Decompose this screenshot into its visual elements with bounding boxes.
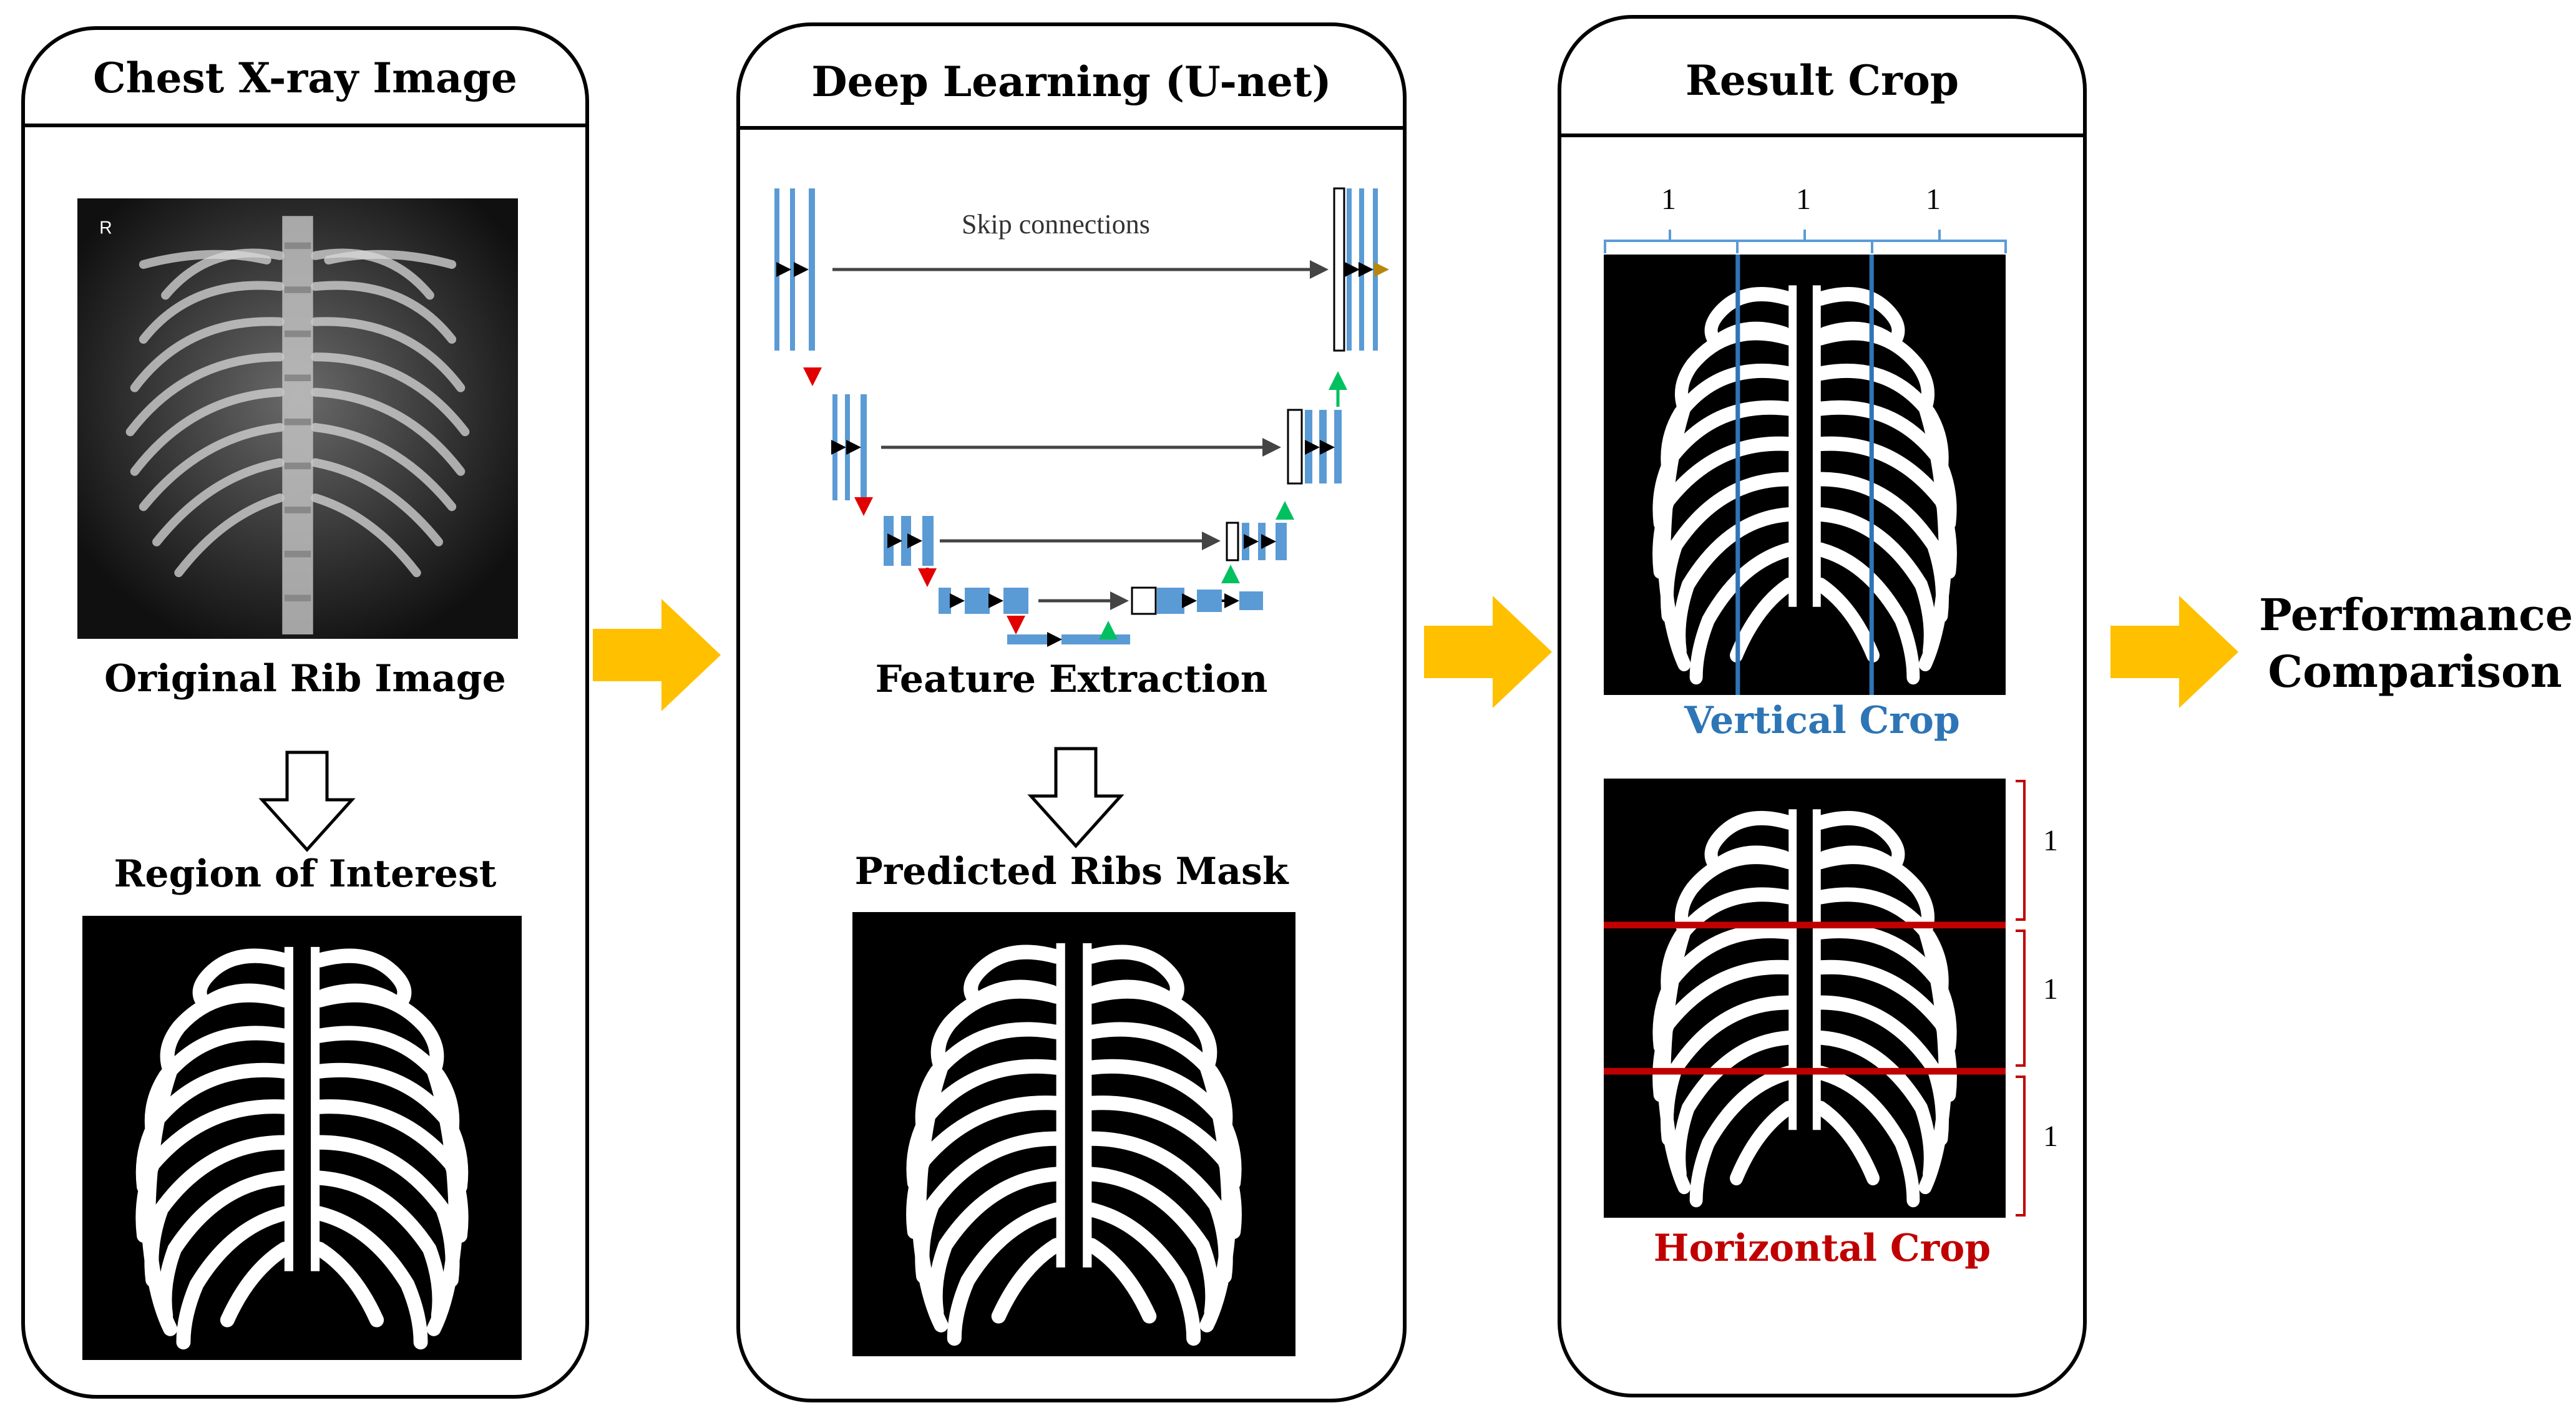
original-xray-image: R — [77, 198, 518, 639]
comparison-line: Comparison — [2268, 646, 2562, 697]
horizontal-ratio-3: 1 — [2043, 1120, 2058, 1153]
horizontal-ratio-2: 1 — [2043, 973, 2058, 1006]
result-crop-header-divider — [1561, 134, 2083, 137]
performance-comparison-output: Performance Comparison — [2259, 586, 2574, 700]
vertical-ratio-bracket — [1604, 230, 2007, 253]
down-arrow-icon — [258, 750, 356, 852]
horizontal-ratio-bracket — [2016, 780, 2026, 1217]
unet-concat-blocks — [1131, 187, 1345, 615]
vertical-crop-image — [1604, 255, 2006, 695]
chest-xray-panel: Chest X-ray Image — [21, 26, 589, 1399]
original-rib-caption: Original Rib Image — [104, 657, 506, 701]
chest-xray-header-divider — [25, 124, 585, 127]
horizontal-crop-image — [1604, 779, 2006, 1218]
unet-header-divider — [740, 126, 1403, 130]
vertical-ratio-3: 1 — [1926, 183, 1941, 216]
horizontal-crop-label: Horizontal Crop — [1653, 1226, 1991, 1270]
flow-arrow-icon — [593, 599, 721, 711]
performance-line: Performance — [2259, 589, 2574, 641]
vertical-ratio-1: 1 — [1661, 183, 1676, 216]
down-arrow-icon — [1027, 747, 1125, 848]
horizontal-ratio-1: 1 — [2043, 824, 2058, 857]
flow-arrow-icon — [2110, 596, 2238, 708]
feature-extraction-caption: Feature Extraction — [875, 658, 1268, 701]
unet-panel: Deep Learning (U-net) — [736, 22, 1407, 1402]
vertical-crop-label: Vertical Crop — [1684, 699, 1960, 742]
flow-arrow-icon — [1424, 596, 1552, 708]
predicted-ribs-mask-image — [852, 912, 1295, 1356]
roi-caption: Region of Interest — [114, 852, 497, 896]
roi-rib-mask-image — [82, 916, 522, 1360]
result-crop-title: Result Crop — [1686, 56, 1959, 105]
predicted-mask-caption: Predicted Ribs Mask — [854, 850, 1289, 893]
skip-connections-label: Skip connections — [962, 209, 1150, 240]
unet-title: Deep Learning (U-net) — [811, 57, 1332, 106]
result-crop-panel: Result Crop 1 1 1 Vertical Crop — [1558, 15, 2087, 1397]
xray-side-marker: R — [99, 217, 112, 237]
chest-xray-title: Chest X-ray Image — [93, 54, 517, 102]
vertical-ratio-2: 1 — [1796, 183, 1811, 216]
unet-architecture-diagram — [774, 187, 1389, 647]
